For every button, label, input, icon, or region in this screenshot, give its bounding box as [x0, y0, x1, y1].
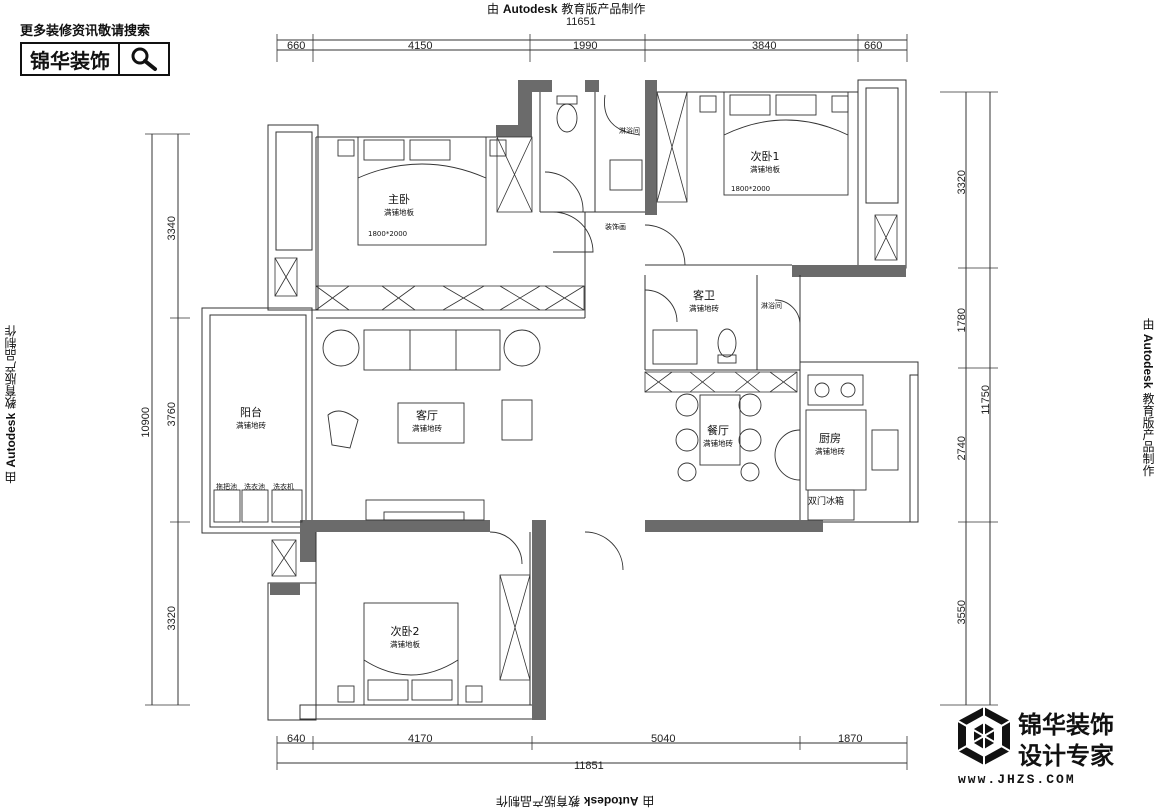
label-wash-sink: 洗衣池 [244, 483, 265, 491]
brand-name: 锦华装饰 [30, 48, 110, 73]
room-kitchen-floor: 满铺地砖 [815, 447, 845, 456]
room-second2: 次卧2 满铺地板 [390, 625, 420, 651]
room-second1-name: 次卧1 [750, 150, 780, 163]
room-master-name: 主卧 [388, 193, 410, 206]
corner-logo-url: www.JHZS.COM [958, 772, 1076, 787]
dim-right-4: 3550 [956, 600, 968, 625]
room-guest-bath-floor: 满铺地砖 [689, 304, 719, 313]
room-second1-floor: 满铺地板 [750, 165, 780, 174]
room-living: 客厅 满铺地砖 [412, 409, 442, 435]
room-dining: 餐厅 满铺地砖 [703, 424, 733, 450]
dim-right-3: 2740 [956, 436, 968, 461]
second1-bed-size: 1800*2000 [731, 185, 771, 193]
dim-top-5: 660 [864, 40, 883, 52]
room-living-floor: 满铺地砖 [412, 424, 442, 433]
room-kitchen-name: 厨房 [819, 432, 841, 445]
room-living-name: 客厅 [416, 409, 438, 422]
room-dining-name: 餐厅 [707, 424, 729, 437]
label-washer: 洗衣机 [273, 483, 294, 491]
label-shower-2: 淋浴间 [761, 302, 782, 310]
room-second2-name: 次卧2 [390, 625, 420, 638]
right-watermark: 由 Autodesk 教育版产品制作 [1141, 318, 1155, 477]
room-balcony-name: 阳台 [240, 406, 262, 419]
dim-bottom-4: 1870 [838, 733, 863, 745]
search-icon [131, 47, 157, 71]
corner-logo [955, 705, 1013, 771]
dim-left-1: 3340 [166, 216, 178, 241]
label-decor-wall: 装饰画 [605, 223, 626, 231]
dim-left-2: 3760 [166, 402, 178, 427]
room-master-floor: 满铺地板 [384, 208, 414, 217]
room-guest-bath-name: 客卫 [693, 289, 715, 302]
dim-top-4: 3840 [752, 40, 777, 52]
dim-right-2: 1780 [956, 308, 968, 333]
master-bed-size: 1800*2000 [368, 230, 408, 238]
brand-search-box[interactable]: 锦华装饰 [20, 42, 170, 76]
dim-top-2: 4150 [408, 40, 433, 52]
dim-top-1: 660 [287, 40, 306, 52]
dim-top-3: 1990 [573, 40, 598, 52]
room-balcony: 阳台 满铺地砖 [236, 406, 266, 432]
room-dining-floor: 满铺地砖 [703, 439, 733, 448]
room-kitchen: 厨房 满铺地砖 [815, 432, 845, 458]
dim-bottom-3: 5040 [651, 733, 676, 745]
label-shower-1: 淋浴间 [619, 127, 640, 135]
room-guest-bath: 客卫 满铺地砖 [689, 289, 719, 315]
room-second1: 次卧1 满铺地板 [750, 150, 780, 176]
search-button[interactable] [118, 44, 168, 74]
room-balcony-floor: 满铺地砖 [236, 421, 266, 430]
corner-logo-title-1: 锦华装饰 [1018, 710, 1114, 739]
top-watermark: 由 Autodesk 教育版产品制作 [487, 2, 646, 16]
dim-left-total: 10900 [140, 407, 152, 438]
search-tip: 更多装修资讯敬请搜索 [20, 24, 151, 39]
room-second2-floor: 满铺地板 [390, 640, 420, 649]
dim-bottom-total: 11851 [574, 760, 604, 772]
dim-left-3: 3320 [166, 606, 178, 631]
dim-bottom-1: 640 [287, 733, 306, 745]
label-fridge: 双门冰箱 [808, 497, 845, 507]
cube-logo-icon [957, 707, 1011, 765]
label-mop-sink: 拖把池 [216, 483, 237, 491]
dim-right-1: 3320 [956, 170, 968, 195]
corner-logo-title-2: 设计专家 [1018, 741, 1114, 770]
dim-right-total: 11750 [980, 385, 992, 415]
dim-top-total: 11651 [566, 16, 596, 28]
room-master: 主卧 满铺地板 [384, 193, 414, 219]
dim-bottom-2: 4170 [408, 733, 433, 745]
